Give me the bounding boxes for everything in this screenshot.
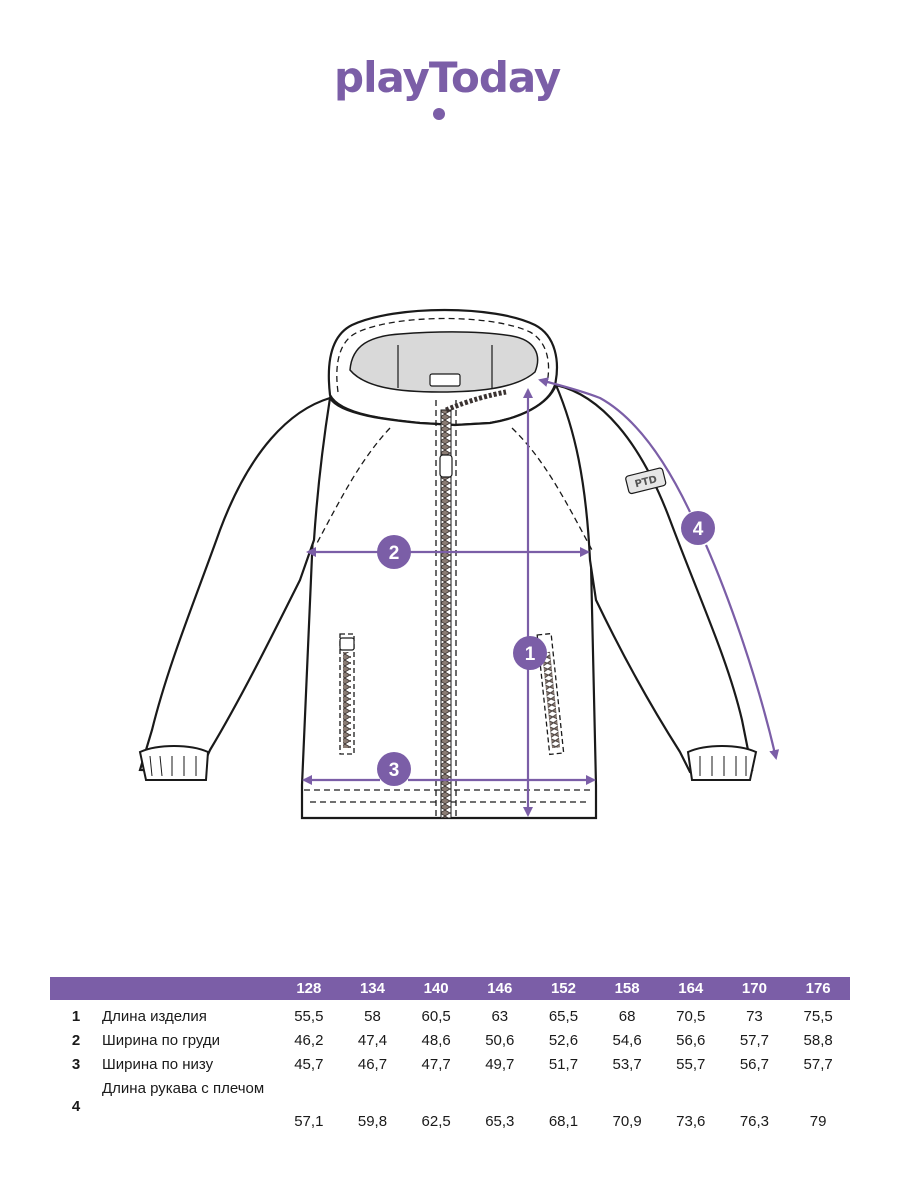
svg-text:1: 1: [525, 644, 536, 665]
table-cell: 70,5: [676, 1007, 706, 1025]
table-cell: 55,7: [676, 1055, 706, 1073]
right-pocket-zipper: [536, 632, 565, 756]
row-number: 3: [71, 1055, 81, 1073]
table-cell: 47,4: [357, 1031, 388, 1049]
table-cell: 47,7: [421, 1055, 451, 1073]
left-sleeve: [138, 396, 332, 774]
table-cell: 73,6: [676, 1113, 706, 1130]
hood-lining: [349, 331, 539, 393]
marker-4: 4: [681, 511, 715, 545]
table-cell: 65,5: [548, 1007, 579, 1025]
table-row: 3 Ширина по низу 45,7 46,7 47,7 49,7 51,…: [50, 1052, 850, 1076]
size-header: 146: [467, 977, 532, 1000]
table-cell: 50,6: [485, 1031, 515, 1049]
marker-1: 1: [513, 636, 547, 670]
table-cell: 62,5: [421, 1113, 451, 1130]
table-cell: 49,7: [485, 1055, 515, 1073]
size-header: 170: [722, 977, 787, 1000]
table-cell: 60,5: [421, 1007, 451, 1025]
svg-text:4: 4: [693, 519, 704, 540]
table-cell: 73: [746, 1007, 763, 1025]
table-cell: 75,5: [803, 1007, 833, 1025]
row-number: 4: [71, 1097, 81, 1115]
size-header: 158: [595, 977, 659, 1000]
table-cell: 46,7: [357, 1055, 388, 1073]
table-cell: 76,3: [739, 1113, 770, 1130]
size-header: 176: [786, 977, 850, 1000]
marker-2: 2: [377, 535, 411, 569]
row-label: Длина изделия: [102, 1007, 207, 1025]
size-header: 152: [531, 977, 596, 1000]
table-cell: 57,7: [739, 1031, 770, 1049]
table-cell: 79: [809, 1113, 827, 1130]
sleeve-patch: PTD: [625, 467, 667, 495]
table-cell: 57,7: [803, 1055, 833, 1073]
table-cell: 45,7: [294, 1055, 324, 1073]
table-row: 2 Ширина по груди 46,2 47,4 48,6 50,6 52…: [50, 1028, 850, 1052]
table-cell: 54,6: [612, 1031, 642, 1049]
table-cell: 68: [618, 1007, 636, 1025]
svg-text:3: 3: [389, 760, 400, 781]
svg-text:2: 2: [389, 543, 400, 564]
size-header: 140: [404, 977, 468, 1000]
row-label: Длина рукава с плечом: [102, 1080, 265, 1097]
size-chart-table: 128 134 140 146 152 158 164 170 176 1 Дл…: [50, 977, 850, 1136]
table-cell: 59,8: [357, 1113, 388, 1130]
row-number: 1: [71, 1007, 81, 1025]
table-cell: 51,7: [548, 1055, 579, 1073]
measure-line-4: [538, 377, 691, 513]
sleeve-patch-text: PTD: [634, 474, 658, 490]
table-cell: 70,9: [612, 1113, 642, 1130]
table-cell: 56,7: [739, 1055, 770, 1073]
row-label: Ширина по груди: [102, 1031, 221, 1049]
table-cell: 46,2: [294, 1031, 324, 1049]
size-header: 164: [658, 977, 723, 1000]
size-header-row: 128 134 140 146 152 158 164 170 176: [50, 977, 850, 1000]
table-cell: 55,5: [294, 1007, 324, 1025]
table-row: 4 Длина рукава с плечом 57,1 59,8 62,5 6…: [50, 1076, 850, 1136]
table-row: 1 Длина изделия 55,5 58 60,5 63 65,5 68 …: [50, 1000, 850, 1028]
logo-dot: [433, 108, 445, 120]
table-cell: 65,3: [485, 1113, 515, 1130]
jacket-technical-drawing: PTD 1 2 3 4: [138, 308, 780, 820]
table-cell: 56,6: [676, 1031, 706, 1049]
table-cell: 58,8: [803, 1031, 833, 1049]
table-cell: 63: [491, 1007, 509, 1025]
row-number: 2: [71, 1031, 81, 1049]
size-header: 128: [277, 977, 341, 1000]
marker-3: 3: [377, 752, 411, 786]
row-label: Ширина по низу: [102, 1055, 214, 1073]
logo-text: playToday: [334, 53, 561, 102]
table-cell: 52,6: [548, 1031, 579, 1049]
table-cell: 58: [364, 1007, 381, 1025]
size-header: 134: [340, 977, 405, 1000]
table-cell: 57,1: [294, 1113, 324, 1130]
table-cell: 53,7: [612, 1055, 642, 1073]
left-pocket-zipper: [339, 633, 355, 755]
right-cuff: [686, 745, 758, 781]
table-cell: 68,1: [548, 1113, 579, 1130]
table-cell: 48,6: [421, 1031, 451, 1049]
playtoday-logo: playToday: [334, 53, 562, 120]
left-cuff: [138, 745, 210, 781]
